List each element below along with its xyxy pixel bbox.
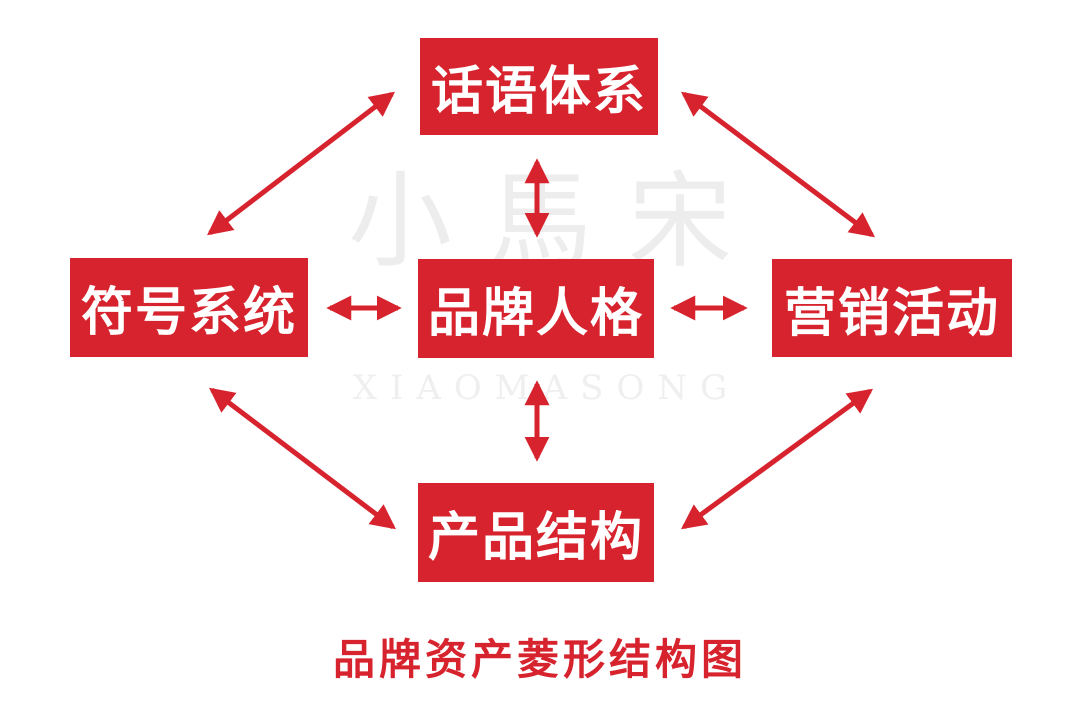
diagram-caption: 品牌资产菱形结构图: [332, 636, 747, 683]
node-marketing-activities: 营销活动: [772, 259, 1012, 357]
arrow-right-to-bottom: [680, 388, 874, 530]
arrow-top-to-left: [207, 91, 395, 236]
node-product-structure: 产品结构: [418, 483, 654, 582]
arrow-top-to-right: [681, 91, 875, 238]
node-symbol-system: 符号系统: [70, 258, 308, 357]
node-brand-personality: 品牌人格: [418, 259, 654, 358]
arrow-left-to-bottom: [209, 387, 396, 530]
node-discourse-system: 话语体系: [420, 38, 658, 135]
